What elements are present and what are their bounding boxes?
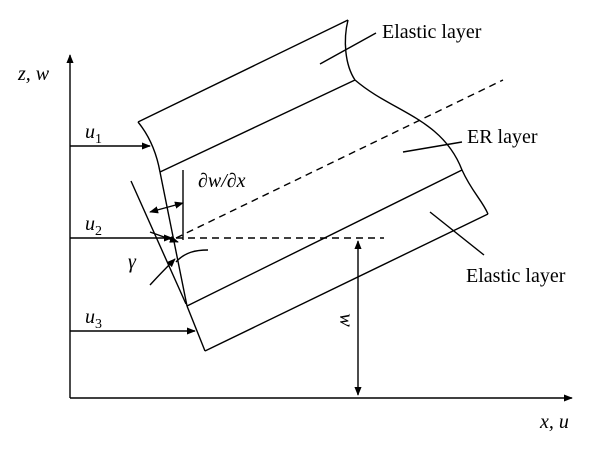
er-layer-leader (402, 141, 463, 153)
bottom-layer-leader (429, 211, 485, 256)
bottom-layer-label: Elastic layer (466, 265, 566, 287)
horizontal-axis-label: x, u (539, 411, 569, 433)
gamma-lower-arrow (149, 258, 176, 286)
top-layer-label: Elastic layer (382, 21, 482, 43)
slope-arrow (149, 201, 184, 214)
interface-upper (159, 79, 356, 173)
vertical-axis-label: z, w (17, 63, 50, 85)
deflection-label: w (335, 313, 357, 327)
er-layer-label: ER layer (467, 126, 538, 148)
right-end-curve (354, 79, 489, 215)
gamma-tail (175, 249, 209, 263)
beam-body (137, 19, 489, 352)
inclined-centerline (175, 79, 504, 239)
u2-label: u2 (85, 213, 102, 239)
left-end-upper (137, 121, 161, 173)
u3-label: u3 (85, 306, 102, 332)
right-end-upper (344, 19, 356, 81)
left-end-lower (186, 305, 206, 352)
bottom-edge (204, 213, 489, 352)
rotated-normal-line (130, 180, 187, 305)
u1-label: u1 (85, 121, 102, 147)
slope-label: ∂w/∂x (198, 170, 246, 192)
top-edge (137, 19, 349, 123)
shear-angle-label: γ (128, 251, 137, 273)
top-layer-leader (319, 32, 377, 65)
